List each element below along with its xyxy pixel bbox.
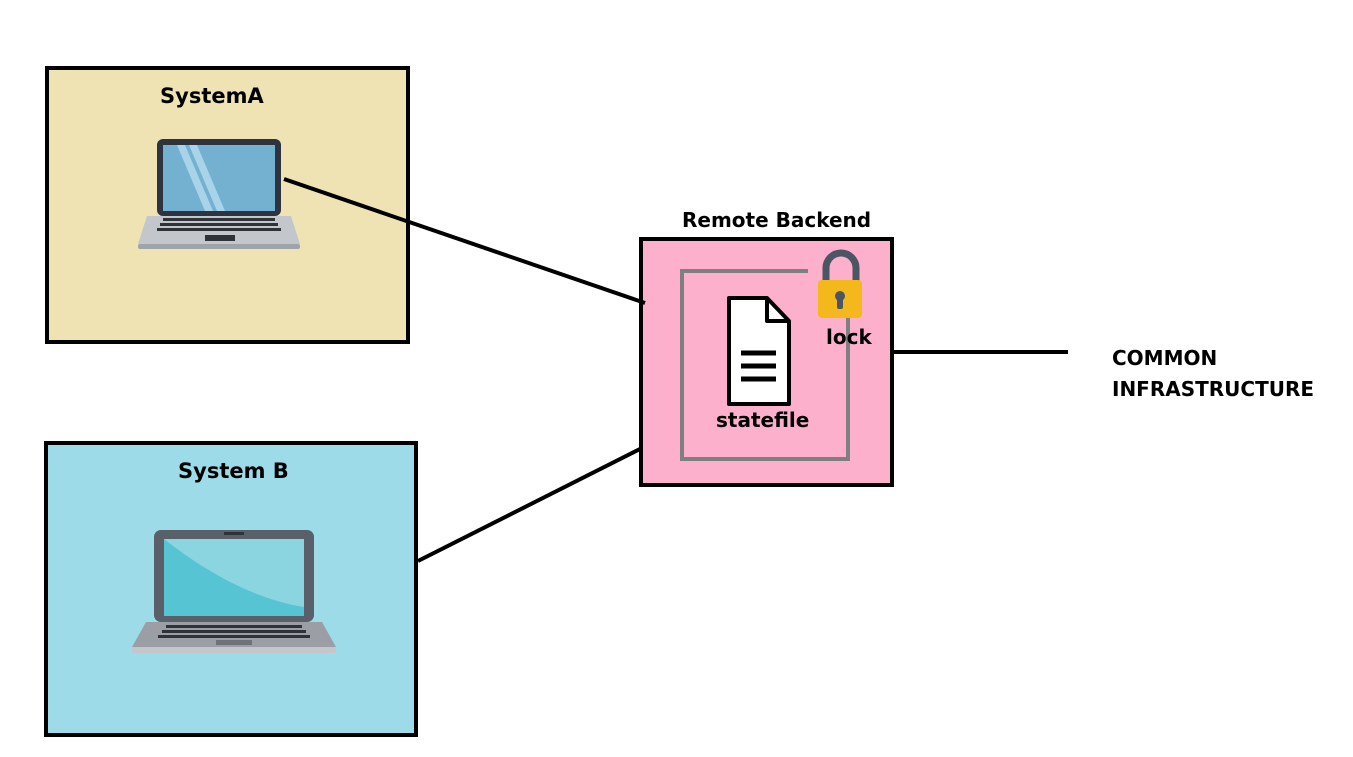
lock-label: lock: [826, 325, 872, 349]
system-a-label: SystemA: [160, 84, 264, 108]
system-b-label: System B: [178, 459, 289, 483]
common-infrastructure-label: COMMON INFRASTRUCTURE: [1112, 343, 1314, 405]
statefile-label: statefile: [716, 408, 810, 432]
common-infrastructure-line1: COMMON: [1112, 346, 1218, 370]
common-infrastructure-line2: INFRASTRUCTURE: [1112, 377, 1315, 401]
connector-system-a-to-backend: [283, 177, 646, 305]
padlock-icon: [818, 249, 862, 318]
laptop-icon: [132, 530, 336, 653]
document-icon: [727, 296, 791, 406]
connector-system-b-to-backend: [417, 446, 643, 563]
remote-backend-label: Remote Backend: [682, 208, 872, 232]
backend-inner-border: [680, 269, 850, 461]
laptop-icon: [138, 139, 300, 249]
